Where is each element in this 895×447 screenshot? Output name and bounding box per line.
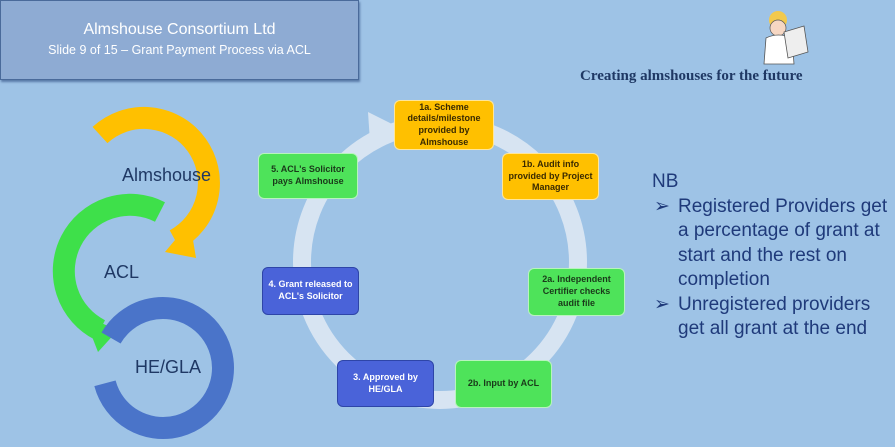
- step-2a: 2a. Independent Certifier checks audit f…: [528, 268, 625, 316]
- label-acl: ACL: [104, 262, 140, 282]
- acl-arrowhead: [84, 316, 118, 352]
- hegla-ring: [92, 297, 234, 440]
- step-1a: 1a. Scheme details/milestone provided by…: [394, 100, 494, 150]
- label-hegla: HE/GLA: [135, 357, 202, 377]
- slide-subtitle: Slide 9 of 15 – Grant Payment Process vi…: [48, 43, 311, 57]
- tagline: Creating almshouses for the future: [580, 68, 803, 84]
- label-almshouse: Almshouse: [122, 165, 212, 185]
- company-name: Almshouse Consortium Ltd: [83, 21, 276, 38]
- step-4: 4. Grant released to ACL's Solicitor: [262, 267, 359, 315]
- note-text: Registered Providers get a percentage of…: [678, 195, 888, 291]
- step-3: 3. Approved by HE/GLA: [337, 360, 434, 407]
- notes-heading: NB: [652, 171, 679, 192]
- title-box: Almshouse Consortium Ltd Slide 9 of 15 –…: [0, 0, 359, 80]
- notes: NB ➢ Registered Providers get a percentag…: [652, 170, 892, 342]
- cycle-arrowhead: [368, 112, 392, 142]
- arrow-bullet-icon: ➢: [654, 293, 670, 315]
- mascot-logo: [763, 11, 809, 65]
- step-5: 5. ACL's Solicitor pays Almshouse: [258, 153, 358, 199]
- note-text: Unregistered providers get all grant at …: [678, 293, 871, 340]
- almshouse-arrow: [92, 106, 220, 250]
- note-item: ➢ Registered Providers get a percentage o…: [652, 195, 892, 293]
- note-item: ➢ Unregistered providers get all grant at…: [652, 293, 892, 342]
- step-1b: 1b. Audit info provided by Project Manag…: [502, 153, 599, 200]
- arrow-bullet-icon: ➢: [654, 195, 670, 217]
- almshouse-arrowhead: [165, 222, 196, 258]
- step-2b: 2b. Input by ACL: [455, 360, 552, 408]
- acl-arrow: [52, 193, 165, 340]
